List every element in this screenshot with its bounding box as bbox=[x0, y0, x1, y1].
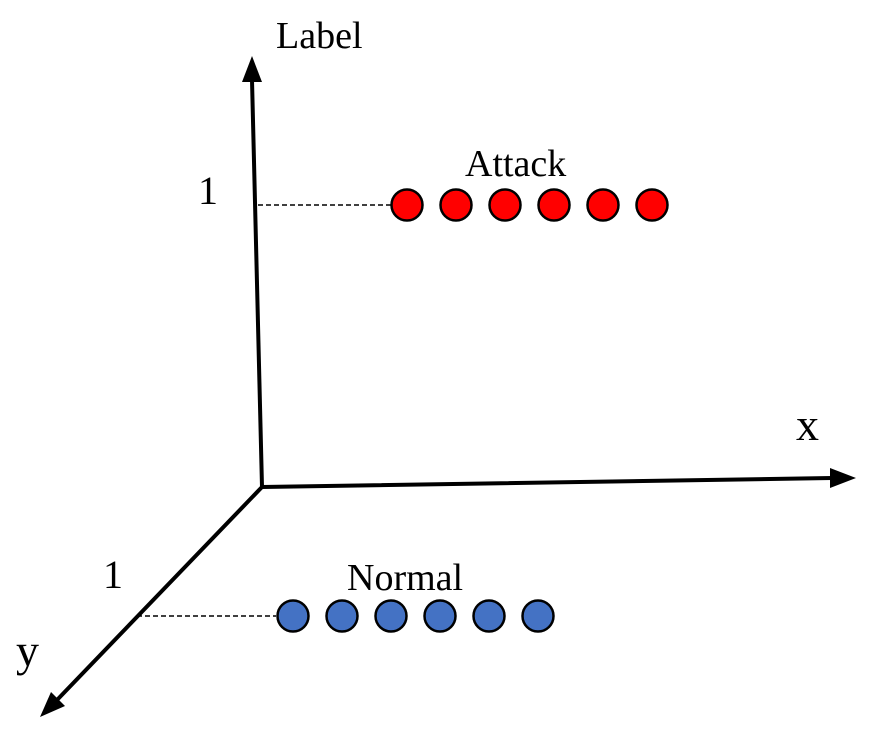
normal-group-label: Normal bbox=[347, 557, 463, 599]
depth-axis-line bbox=[55, 485, 264, 702]
vertical-axis bbox=[242, 56, 264, 489]
attack-point bbox=[488, 188, 522, 222]
normal-point bbox=[325, 599, 359, 633]
depth-axis-title: y bbox=[16, 625, 39, 676]
depth-axis-tick-1: 1 bbox=[103, 552, 123, 597]
horizontal-axis-line bbox=[260, 476, 834, 489]
horizontal-axis bbox=[260, 468, 856, 489]
depth-axis-arrowhead bbox=[40, 692, 65, 717]
vertical-axis-line bbox=[250, 78, 264, 489]
attack-point bbox=[390, 188, 424, 222]
normal-point bbox=[276, 599, 310, 633]
depth-axis bbox=[40, 485, 264, 717]
normal-points bbox=[276, 599, 555, 633]
normal-point bbox=[423, 599, 457, 633]
attack-point bbox=[586, 188, 620, 222]
horizontal-axis-arrowhead bbox=[830, 468, 856, 488]
vertical-axis-arrowhead bbox=[242, 56, 262, 82]
normal-point bbox=[521, 599, 555, 633]
horizontal-axis-title: x bbox=[796, 399, 819, 450]
attack-points bbox=[390, 188, 669, 222]
attack-group-label: Attack bbox=[465, 143, 566, 185]
attack-point bbox=[439, 188, 473, 222]
vertical-axis-title: Label bbox=[276, 15, 363, 57]
attack-point bbox=[537, 188, 571, 222]
normal-point bbox=[374, 599, 408, 633]
vertical-axis-tick-1: 1 bbox=[198, 168, 218, 213]
attack-point bbox=[635, 188, 669, 222]
normal-point bbox=[472, 599, 506, 633]
